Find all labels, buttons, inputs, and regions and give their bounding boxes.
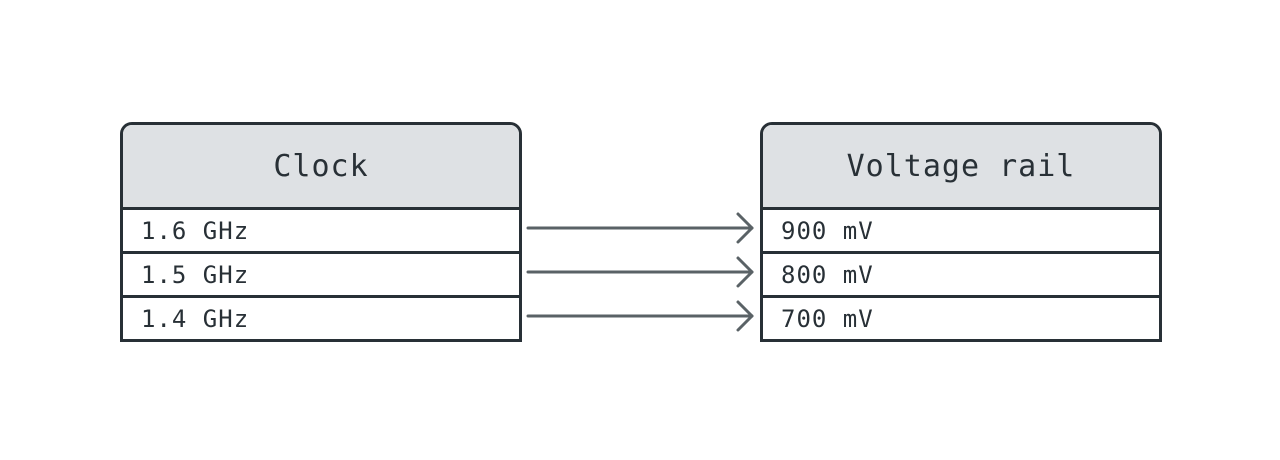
clock-row-2: 1.5 GHz	[123, 254, 519, 298]
clock-table-header: Clock	[123, 125, 519, 210]
voltage-row-3: 700 mV	[781, 304, 874, 333]
arrow-row-2	[526, 256, 754, 288]
voltage-rail-table: Voltage rail 900 mV 800 mV 700 mV	[760, 122, 1162, 342]
voltage-rail-table-header: Voltage rail	[763, 125, 1159, 210]
voltage-row-1: 900 mV	[763, 210, 1159, 254]
clock-table: Clock 1.6 GHz 1.5 GHz 1.4 GHz	[120, 122, 522, 342]
arrow-row-1	[526, 212, 754, 244]
voltage-row-2: 800 mV	[763, 254, 1159, 298]
clock-row-3: 1.4 GHz	[141, 304, 250, 333]
clock-row-1: 1.6 GHz	[123, 210, 519, 254]
arrow-row-3	[526, 300, 754, 332]
